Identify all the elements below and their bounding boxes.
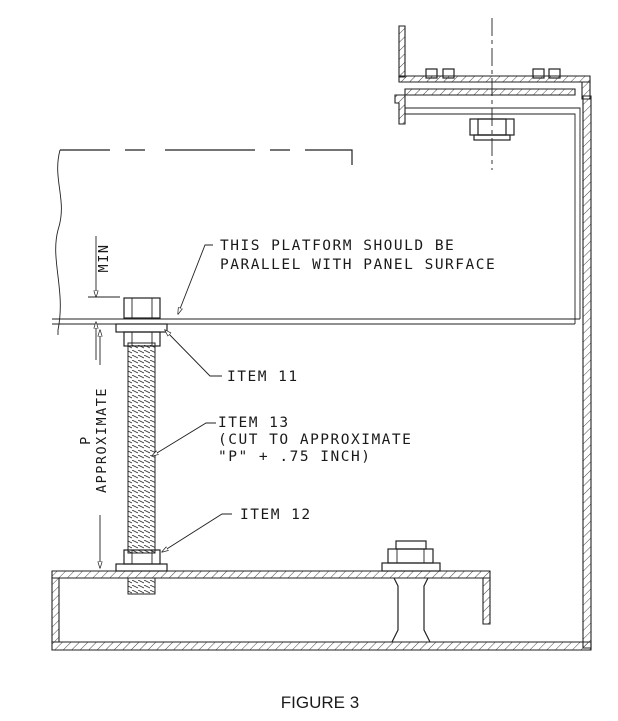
figure-caption: FIGURE 3 [281, 693, 359, 712]
top-nut-washer [115, 297, 168, 347]
right-bolt [381, 540, 441, 643]
panel-frame [51, 95, 592, 651]
p-approximate-dimension: P APPROXIMATE [78, 330, 110, 568]
item13-callout: ITEM 13 (CUT TO APPROXIMATE "P" + .75 IN… [152, 415, 412, 465]
lower-channel [51, 570, 491, 643]
min-dimension: MIN [88, 236, 120, 360]
platform-note-line1: THIS PLATFORM SHOULD BE [220, 238, 455, 254]
item13-label-line2: (CUT TO APPROXIMATE [218, 432, 412, 448]
bottom-nut-washer [115, 549, 168, 572]
panel-outline-dashed [55, 149, 353, 335]
platform-note-line2: PARALLEL WITH PANEL SURFACE [220, 257, 496, 273]
item12-label: ITEM 12 [240, 507, 312, 523]
p-label: P [78, 435, 94, 445]
min-label: MIN [96, 244, 112, 273]
threaded-rod [127, 342, 156, 595]
item13-label-line1: ITEM 13 [218, 415, 290, 431]
item11-label: ITEM 11 [227, 369, 299, 385]
approximate-label: APPROXIMATE [94, 387, 110, 493]
platform-callout: THIS PLATFORM SHOULD BE PARALLEL WITH PA… [178, 238, 496, 314]
item12-callout: ITEM 12 [162, 507, 312, 552]
upper-bracket [394, 18, 591, 170]
item11-callout: ITEM 11 [165, 330, 299, 385]
item13-label-line3: "P" + .75 INCH) [218, 449, 371, 465]
